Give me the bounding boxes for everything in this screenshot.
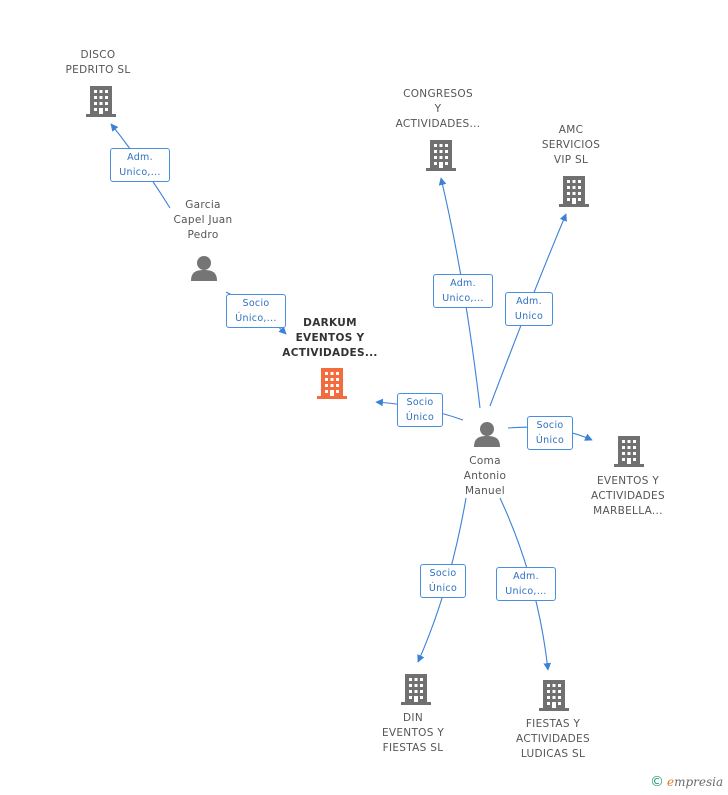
node-label-din-eventos[interactable]: DIN EVENTOS Y FIESTAS SL bbox=[381, 712, 445, 754]
node-label-amc-servicios[interactable]: AMC SERVICIOS VIP SL bbox=[541, 124, 601, 166]
edge-label-coma-amc[interactable]: Adm. Unico bbox=[505, 292, 553, 326]
node-label-coma[interactable]: Coma Antonio Manuel bbox=[463, 455, 507, 497]
company-building-icon[interactable] bbox=[539, 680, 569, 711]
edge-label-garcia-darkum[interactable]: Socio Único,... bbox=[226, 294, 286, 328]
edge-label-coma-fiestas[interactable]: Adm. Unico,... bbox=[496, 567, 556, 601]
company-building-icon[interactable] bbox=[401, 674, 431, 705]
edge-label-coma-din[interactable]: Socio Único bbox=[420, 564, 466, 598]
edge-label-garcia-disco[interactable]: Adm. Unico,... bbox=[110, 148, 170, 182]
node-label-disco-pedrito[interactable]: DISCO PEDRITO SL bbox=[65, 49, 131, 76]
company-building-icon[interactable] bbox=[86, 86, 116, 117]
node-label-congresos[interactable]: CONGRESOS Y ACTIVIDADES... bbox=[395, 88, 481, 130]
edge-label-coma-darkum[interactable]: Socio Único bbox=[397, 393, 443, 427]
person-icon[interactable] bbox=[474, 422, 500, 447]
brand-watermark: ©empresia bbox=[650, 774, 723, 790]
brand-initial: e bbox=[667, 775, 675, 789]
person-icon[interactable] bbox=[191, 256, 217, 281]
company-building-icon[interactable] bbox=[559, 176, 589, 207]
focus-company-building-icon[interactable] bbox=[317, 368, 347, 399]
edge-label-coma-marbella[interactable]: Socio Único bbox=[527, 416, 573, 450]
edge-label-coma-congresos[interactable]: Adm. Unico,... bbox=[433, 274, 493, 308]
node-label-darkum[interactable]: DARKUM EVENTOS Y ACTIVIDADES... bbox=[282, 317, 378, 359]
node-label-eventos-marbella[interactable]: EVENTOS Y ACTIVIDADES MARBELLA... bbox=[591, 475, 665, 517]
copyright-symbol: © bbox=[650, 774, 664, 790]
company-building-icon[interactable] bbox=[426, 140, 456, 171]
node-label-garcia[interactable]: Garcia Capel Juan Pedro bbox=[173, 199, 233, 241]
brand-name: mpresia bbox=[674, 775, 724, 789]
company-building-icon[interactable] bbox=[614, 436, 644, 467]
node-label-fiestas-actividades[interactable]: FIESTAS Y ACTIVIDADES LUDICAS SL bbox=[516, 718, 590, 760]
